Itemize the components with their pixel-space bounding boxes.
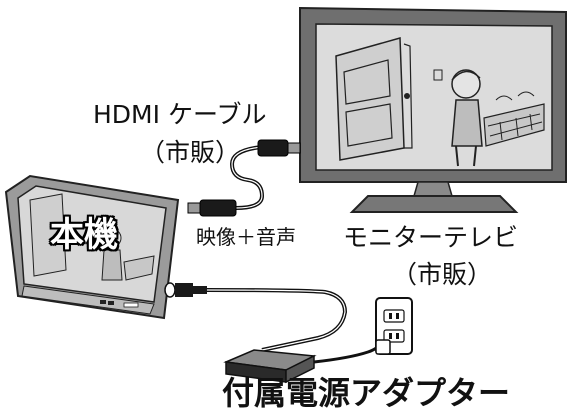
main-unit bbox=[4, 174, 180, 320]
video-audio-label: 映像＋音声 bbox=[196, 225, 296, 249]
hdmi-cable-label: HDMI ケーブル bbox=[93, 100, 267, 129]
power-cable bbox=[164, 282, 348, 352]
wall-outlet bbox=[375, 297, 413, 355]
main-unit-label: 本機 bbox=[50, 215, 118, 255]
monitor-tv-label: モニターテレビ bbox=[343, 223, 519, 252]
monitor-tv bbox=[299, 6, 567, 213]
ac-adapter-label: 付属電源アダプター bbox=[222, 374, 511, 412]
monitor-tv-note: （市販） bbox=[392, 260, 493, 289]
hdmi-cable bbox=[187, 139, 301, 217]
ac-adapter bbox=[223, 339, 384, 384]
hdmi-cable-note: （市販） bbox=[140, 138, 241, 167]
